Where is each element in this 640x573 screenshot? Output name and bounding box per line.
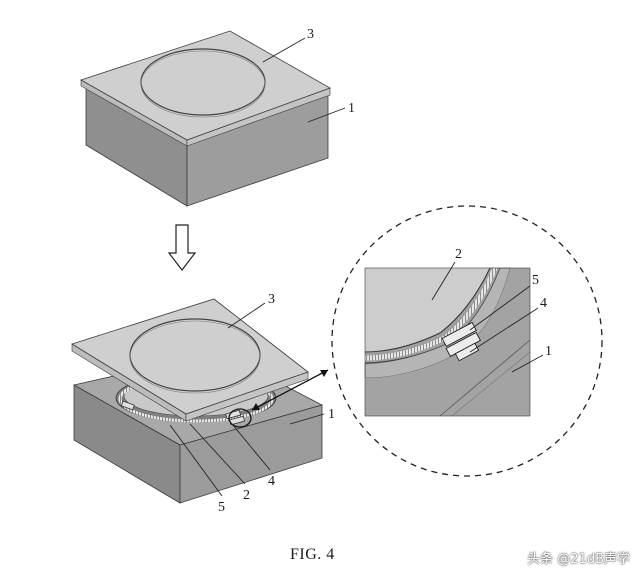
label-zoom-diaphragm: 2 [455, 247, 462, 262]
figure-caption: FIG. 4 [290, 546, 335, 563]
bottom-plate [71, 298, 309, 415]
top-assembly: 3 1 [80, 27, 355, 207]
zoom-detail: 2 5 4 1 [331, 205, 603, 477]
label-top-base: 1 [348, 101, 355, 116]
label-zoom-base: 1 [545, 344, 552, 359]
watermark: 头条 @21dB声学 [527, 552, 630, 567]
label-zoom-bracket: 5 [532, 273, 539, 288]
down-arrow-icon [167, 224, 197, 271]
top-plate [80, 30, 331, 141]
zoom-detail-image [364, 267, 531, 417]
zoom-spring-element [441, 321, 481, 362]
label-bottom-plate: 3 [268, 292, 275, 307]
zoom-dashed-circle [331, 205, 603, 477]
label-bottom-diaphragm: 2 [243, 488, 250, 503]
zoom-target-circle [228, 408, 252, 428]
label-bottom-spring: 4 [268, 474, 275, 489]
label-zoom-spring: 4 [540, 296, 547, 311]
label-bottom-base: 1 [328, 407, 335, 422]
bottom-base-side [179, 404, 323, 504]
label-top-plate: 3 [307, 27, 314, 42]
label-bottom-bracket: 5 [218, 500, 225, 515]
bottom-assembly: 3 1 5 2 4 [71, 292, 335, 515]
